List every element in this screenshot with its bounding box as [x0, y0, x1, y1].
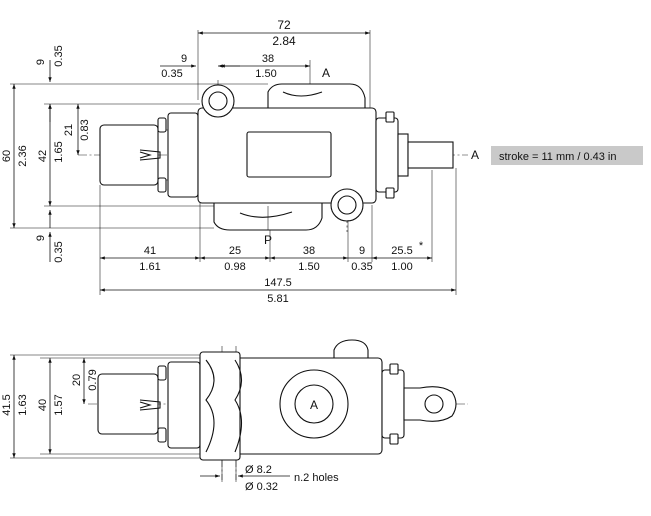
dim-total-height-in: 2.36 [17, 145, 29, 166]
dim-port-distance-in: 1.50 [255, 68, 276, 80]
side-dim-body-height-mm: 40 [37, 399, 49, 411]
dim-port-offset-mm: 9 [181, 53, 187, 65]
side-port-a-boss [279, 369, 349, 439]
side-flange [199, 351, 241, 461]
port-p-label: P [264, 233, 272, 247]
side-view: A 41.5 1.63 40 1.57 20 0.79 Ø 8.2 Ø 0.32… [1, 339, 468, 493]
dim-seg5-mark: * [419, 240, 424, 252]
dim-half-height-in: 0.83 [79, 119, 91, 140]
dim-body-height-mm: 42 [37, 150, 49, 162]
stroke-note-box [491, 146, 643, 165]
port-b-mount [330, 188, 364, 222]
side-dim-half-height-in: 0.79 [87, 369, 99, 390]
port-b-hole [337, 195, 357, 215]
side-clevis-hole [424, 394, 444, 414]
hole-dia-in: Ø 0.32 [245, 481, 278, 493]
dim-seg2-in: 0.98 [224, 261, 245, 273]
side-left-cap [167, 361, 201, 449]
port-a-mount [201, 84, 235, 118]
handle-boot [99, 124, 159, 186]
dim-width-in: 2.84 [272, 34, 296, 48]
side-port-a-hole [294, 384, 334, 424]
dim-seg5-mm: 25.5 [391, 245, 412, 257]
dim-seg5-in: 1.00 [391, 261, 412, 273]
side-dim-half-height-mm: 20 [71, 374, 83, 386]
side-dim-body-height-in: 1.57 [53, 394, 65, 415]
right-cap [375, 117, 399, 193]
dim-seg2-mm: 25 [229, 245, 241, 257]
dim-seg3-mm: 38 [303, 245, 315, 257]
holes-note: n.2 holes [294, 472, 339, 484]
hole-dia-mm: Ø 8.2 [245, 464, 272, 476]
dim-seg4-mm: 9 [359, 245, 365, 257]
spool-end [407, 141, 454, 169]
side-dim-total-height-in: 1.63 [17, 394, 29, 415]
side-port-label: A [310, 398, 318, 412]
dim-port-offset-in: 0.35 [161, 68, 182, 80]
top-boss [267, 83, 366, 109]
port-a-hole [208, 91, 228, 111]
left-cap [167, 112, 199, 198]
port-a-label: A [322, 66, 330, 80]
dim-top-margin-mm: 9 [35, 59, 47, 65]
side-top-boss [333, 339, 369, 359]
side-clevis [403, 386, 457, 422]
dim-seg3-in: 1.50 [298, 261, 319, 273]
side-dim-total-height-mm: 41.5 [1, 394, 13, 415]
dim-bottom-margin-mm: 9 [35, 235, 47, 241]
dim-seg4-in: 0.35 [351, 261, 372, 273]
dim-total-length-mm: 147.5 [264, 277, 292, 289]
side-handle-boot [97, 373, 159, 435]
spool-tip [139, 149, 161, 161]
spool-a-label: A [471, 148, 479, 162]
dim-port-distance-mm: 38 [262, 53, 274, 65]
dim-width-mm: 72 [277, 18, 291, 32]
top-view: 72 2.84 9 0.35 38 1.50 A 9 0.35 60 2.36 … [1, 18, 643, 305]
dim-total-length-in: 5.81 [267, 293, 288, 305]
spool-collar [397, 133, 409, 177]
side-right-cap [381, 369, 405, 439]
dim-total-height-mm: 60 [1, 150, 13, 162]
dim-half-height-mm: 21 [63, 124, 75, 136]
dim-body-height-in: 1.65 [53, 141, 65, 162]
dim-bottom-margin-in: 0.35 [53, 241, 65, 262]
dim-handle-length-mm: 41 [144, 245, 156, 257]
dim-handle-length-in: 1.61 [139, 261, 160, 273]
stroke-note: stroke = 11 mm / 0.43 in [499, 151, 617, 163]
spool-window [246, 131, 332, 178]
dim-top-margin-in: 0.35 [53, 45, 65, 66]
